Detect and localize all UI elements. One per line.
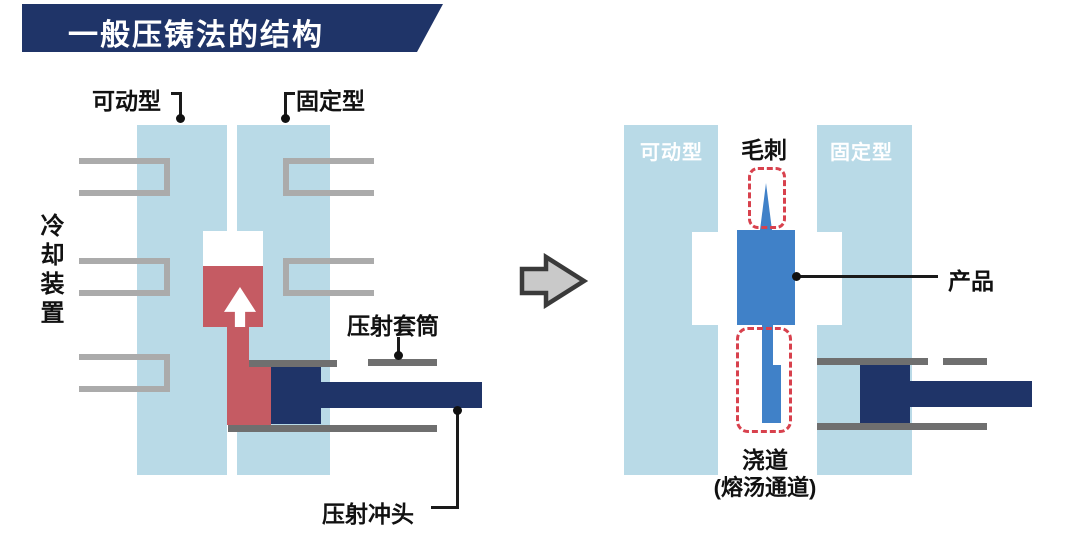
cooling-pipe xyxy=(283,158,374,196)
cavity-notch-movable xyxy=(692,232,718,325)
right-arrow-icon xyxy=(519,253,588,309)
right-diagram: 可动型 固定型 毛刺 产品 浇道 (熔汤通道) xyxy=(560,0,1065,559)
left-diagram: 可动型 固定型 冷却装置 压射套筒 压射冲头 xyxy=(0,0,510,559)
leader-line xyxy=(284,92,295,95)
page-title: 一般压铸法的结构 xyxy=(68,19,324,52)
leader-line xyxy=(797,275,938,278)
fixed-die-label: 固定型 xyxy=(296,88,365,114)
product-block xyxy=(737,230,795,325)
injection-sleeve-wall-top-right xyxy=(368,359,437,366)
injection-sleeve-wall-top-right xyxy=(943,358,987,365)
leader-dot xyxy=(176,114,185,123)
burr-outline xyxy=(748,167,786,229)
runner-label: 浇道 xyxy=(742,447,788,473)
leader-line xyxy=(284,92,287,118)
leader-line xyxy=(456,411,459,509)
burr-label: 毛刺 xyxy=(741,137,787,163)
runner-channel-narrow xyxy=(762,325,773,365)
product-label: 产品 xyxy=(948,268,994,294)
molten-metal-cavity xyxy=(203,266,263,327)
plunger-rod xyxy=(321,382,482,408)
leader-dot xyxy=(281,114,290,123)
fixed-die-label: 固定型 xyxy=(830,142,893,164)
leader-line xyxy=(431,506,458,509)
cooling-pipe xyxy=(79,158,170,196)
injection-sleeve-wall-bottom xyxy=(817,423,987,430)
injection-sleeve-wall-bottom xyxy=(228,425,437,432)
leader-dot xyxy=(394,351,403,360)
injection-sleeve-wall-top xyxy=(817,358,928,365)
injection-sleeve-label: 压射套筒 xyxy=(347,313,439,339)
movable-die-label: 可动型 xyxy=(92,88,161,114)
cooling-pipe xyxy=(283,258,374,296)
runner-sublabel: (熔汤通道) xyxy=(713,475,817,500)
mold-cavity-empty xyxy=(203,231,263,266)
cooling-pipe xyxy=(79,258,170,296)
title-banner xyxy=(22,4,443,52)
runner-outline xyxy=(736,327,792,433)
movable-die-label: 可动型 xyxy=(640,142,703,164)
plunger-rod xyxy=(910,381,1032,407)
plunger-head xyxy=(860,365,910,423)
injection-sleeve-wall-top xyxy=(245,360,337,367)
leader-dot xyxy=(792,272,801,281)
molten-metal-sleeve xyxy=(227,367,271,425)
plunger-head xyxy=(271,367,321,424)
cooling-device-label: 冷却装置 xyxy=(36,213,63,329)
leader-line xyxy=(179,92,182,118)
cooling-pipe xyxy=(79,354,170,392)
cavity-notch-fixed xyxy=(817,232,842,325)
runner-channel-wide xyxy=(762,365,781,423)
leader-dot xyxy=(453,406,462,415)
leader-line xyxy=(397,337,400,354)
molten-metal-sprue xyxy=(227,327,249,367)
injection-plunger-label: 压射冲头 xyxy=(322,501,414,527)
leader-line xyxy=(171,92,182,95)
